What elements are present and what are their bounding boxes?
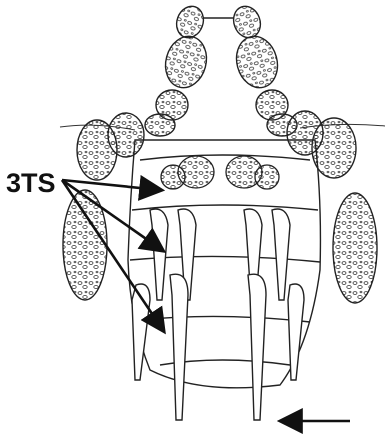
right-upper-segments xyxy=(229,3,297,136)
left-upper-segments xyxy=(145,3,212,136)
dorsal-plates xyxy=(161,156,279,189)
ts-label: 3TS xyxy=(6,168,56,199)
club-setae xyxy=(132,209,304,420)
